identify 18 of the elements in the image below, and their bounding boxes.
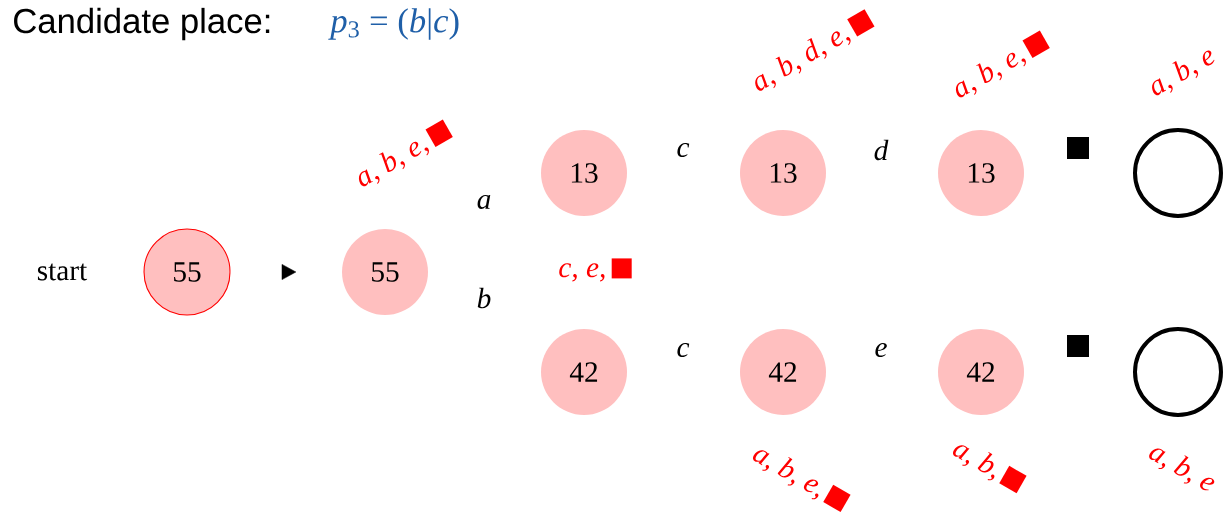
marking-label: a, b, bbox=[952, 445, 1027, 494]
empty-circle bbox=[1133, 327, 1223, 417]
marking-label: a, b, e, bbox=[752, 450, 851, 513]
formula: p$_{3}$ = (b|c) bbox=[328, 8, 459, 40]
transition-label: c bbox=[677, 142, 690, 158]
title: Candidate place: bbox=[14, 7, 270, 41]
arrow bbox=[230, 264, 297, 280]
marking-label: a, b, e, bbox=[955, 30, 1050, 98]
marking-label: a, b, d, e, bbox=[755, 9, 875, 91]
transition-label: d bbox=[874, 139, 889, 161]
transition-label: a bbox=[477, 194, 491, 210]
marking-label: a, b, e, bbox=[358, 119, 453, 187]
transition-label: b bbox=[477, 287, 491, 309]
transition-label: e bbox=[875, 342, 887, 358]
marking-label: c, e, bbox=[559, 258, 632, 282]
start-label: start bbox=[37, 263, 88, 281]
transition-label: c bbox=[677, 342, 690, 358]
empty-circle bbox=[1133, 128, 1223, 218]
